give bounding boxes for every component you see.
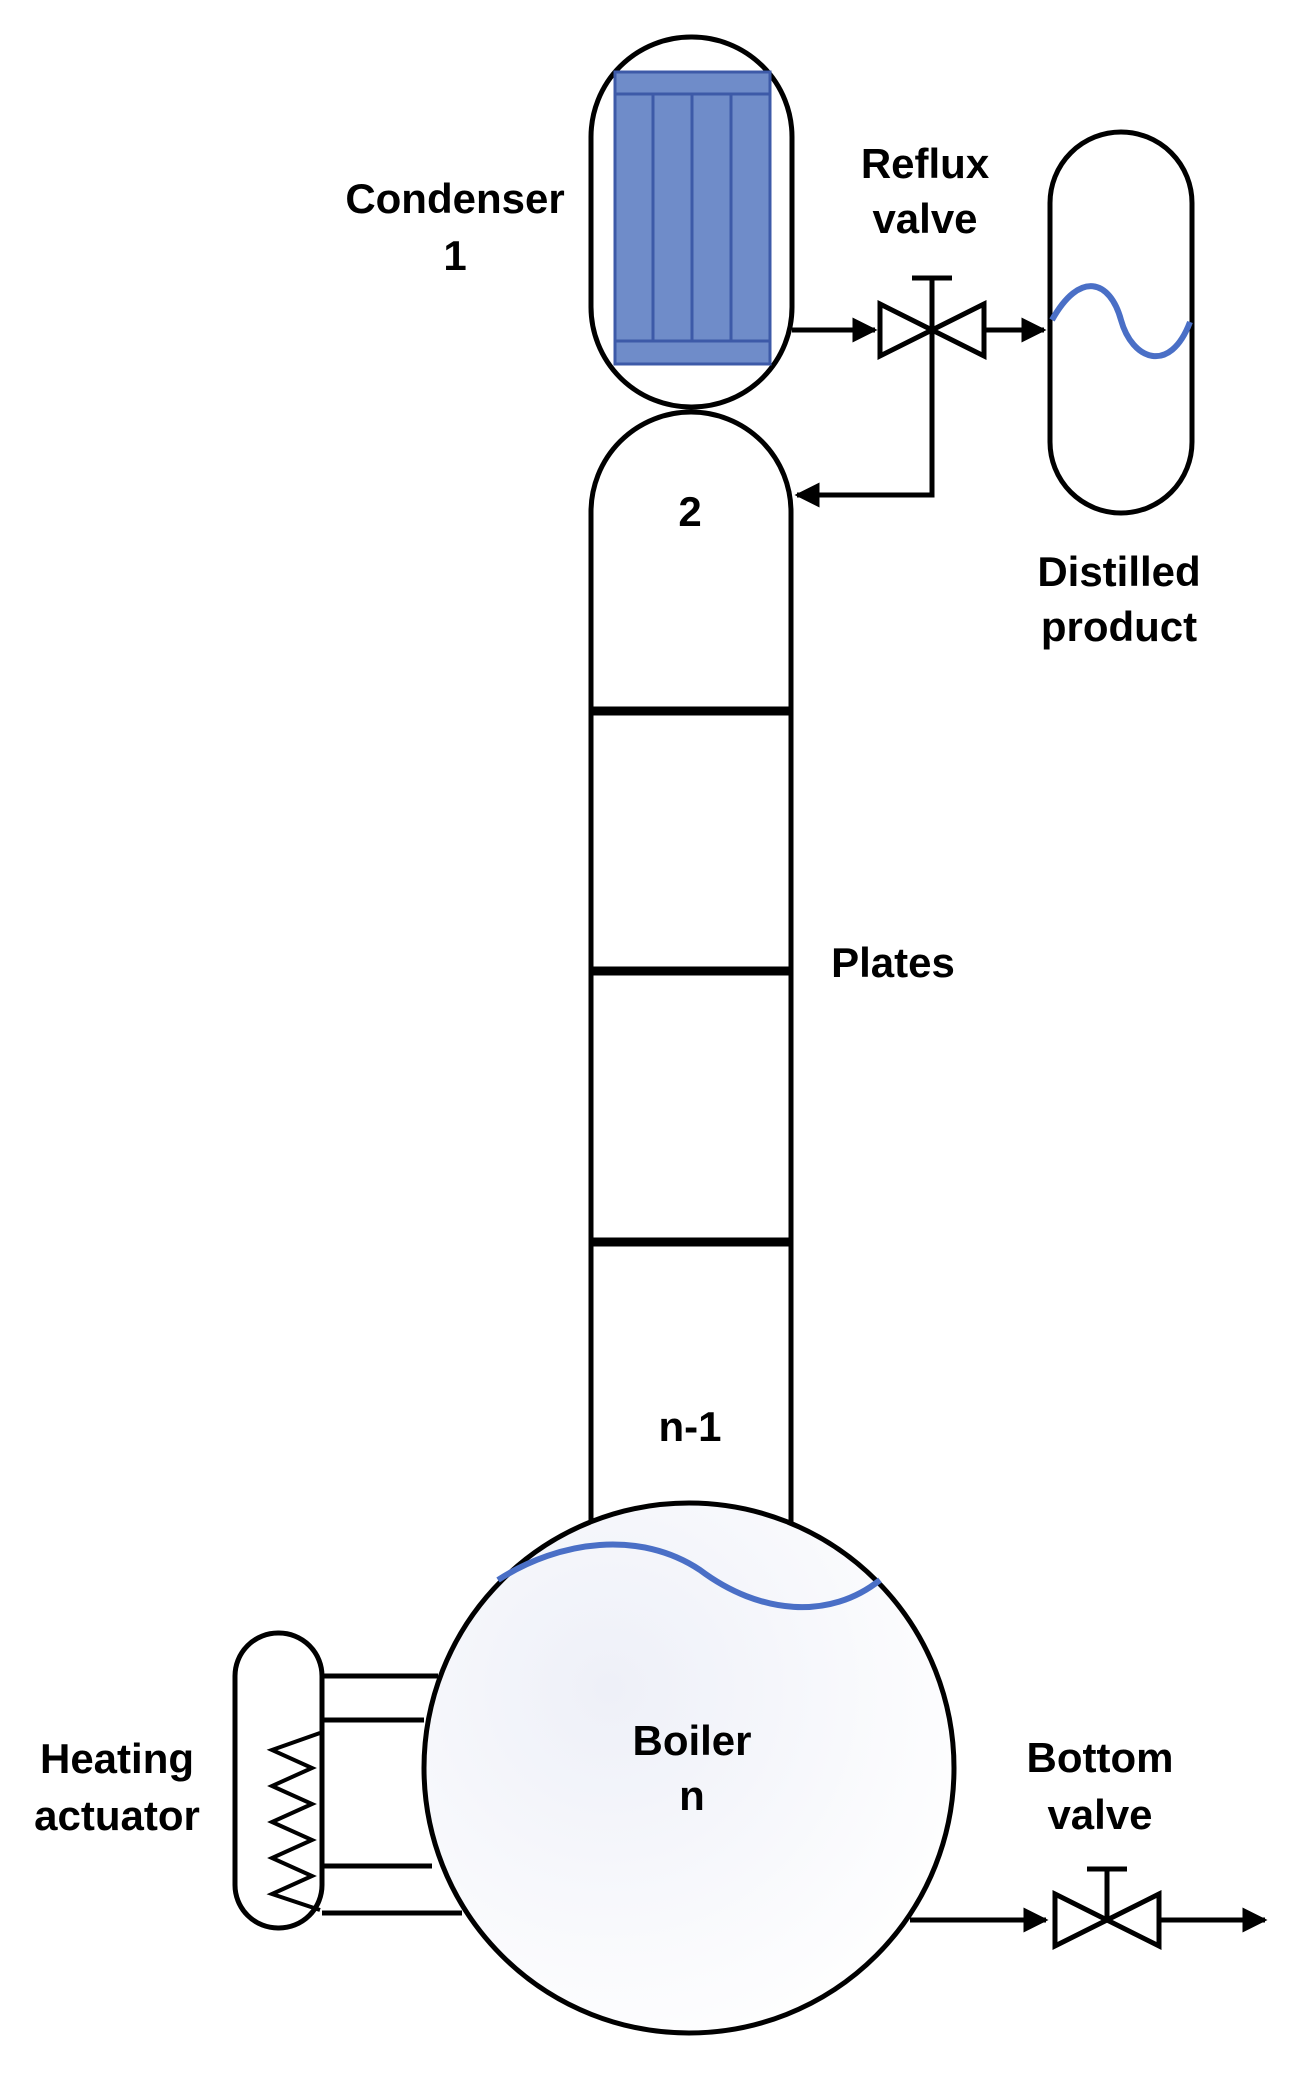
- condenser-label: Condenser: [345, 175, 564, 222]
- condenser-tube-bundle: [613, 70, 772, 366]
- condenser-vessel: [588, 34, 795, 410]
- distilled-product-label-line2: product: [1041, 603, 1197, 650]
- distilled-product-tank: [1047, 129, 1195, 516]
- plates-label: Plates: [831, 939, 955, 986]
- boiler-label: Boiler: [632, 1717, 751, 1764]
- heating-actuator: [232, 1630, 462, 1931]
- reflux-return-pipe: [794, 330, 935, 508]
- boiler-number-label: n: [679, 1772, 705, 1819]
- reflux-valve-icon: [877, 275, 987, 361]
- boiler-liquid-level: [496, 1541, 882, 1611]
- distilled-liquid-level: [1049, 283, 1193, 359]
- reflux-valve-label-line2: valve: [872, 195, 977, 242]
- condenser-number-label: 1: [443, 232, 466, 279]
- heating-actuator-label-line1: Heating: [40, 1735, 194, 1782]
- heating-coil-icon: [266, 1731, 321, 1912]
- heating-actuator-label-line2: actuator: [34, 1792, 200, 1839]
- stage-n-minus-1-label: n-1: [659, 1403, 722, 1450]
- bottom-valve-label-line2: valve: [1047, 1791, 1152, 1838]
- bottom-valve-label-line1: Bottom: [1027, 1734, 1174, 1781]
- bottom-valve-icon: [1052, 1866, 1162, 1951]
- column-body: [588, 409, 794, 1523]
- top-stage-label: 2: [678, 488, 701, 535]
- reflux-valve-label-line1: Reflux: [861, 140, 990, 187]
- distilled-product-label-line1: Distilled: [1037, 548, 1200, 595]
- boiler-vessel: [421, 1500, 957, 2036]
